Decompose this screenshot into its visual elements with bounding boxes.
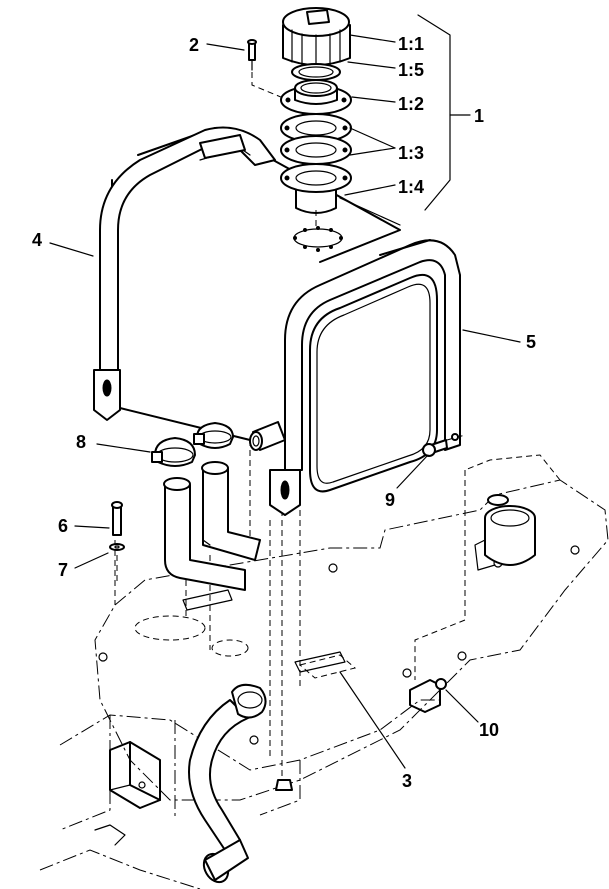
cap-screw-2 (247, 39, 289, 101)
right-frame-bracket (409, 678, 447, 713)
lower-nut (275, 779, 293, 791)
callout-labels: 1 1:1 1:5 1:2 1:3 1:4 2 3 4 5 6 7 8 9 10 (32, 34, 536, 791)
callout-1-1: 1:1 (398, 34, 424, 54)
callout-7: 7 (58, 560, 68, 580)
callout-1-2: 1:2 (398, 94, 424, 114)
callout-5: 5 (526, 332, 536, 352)
mount-bracket (109, 741, 161, 809)
filler-assembly (247, 7, 352, 214)
bolt-9 (422, 433, 466, 457)
leader-lines (49, 14, 521, 769)
bolt-6 (111, 501, 123, 585)
filler-edge-line (339, 197, 401, 226)
hose-clamps-8 (151, 422, 234, 467)
callout-4: 4 (32, 230, 42, 250)
callout-8: 8 (76, 432, 86, 452)
callout-1-4: 1:4 (398, 177, 424, 197)
callout-9: 9 (385, 490, 395, 510)
filler-adapter (280, 79, 352, 115)
lower-suction-hose (188, 683, 267, 884)
tank-outlet-fitting (249, 421, 286, 451)
breather-cap (282, 7, 351, 69)
strainer-screen (280, 163, 352, 214)
strap-4 (93, 126, 276, 421)
callout-3: 3 (402, 771, 412, 791)
callout-1-5: 1:5 (398, 60, 424, 80)
callout-10: 10 (479, 720, 499, 740)
callout-1: 1 (474, 106, 484, 126)
washer-7 (109, 543, 125, 551)
tank-receiver-cup (474, 494, 536, 571)
callout-2: 2 (189, 35, 199, 55)
flange-gasket-lower (280, 135, 352, 165)
suction-hoses (163, 461, 261, 591)
strap-5 (269, 239, 461, 516)
callout-1-3: 1:3 (398, 143, 424, 163)
callout-6: 6 (58, 516, 68, 536)
